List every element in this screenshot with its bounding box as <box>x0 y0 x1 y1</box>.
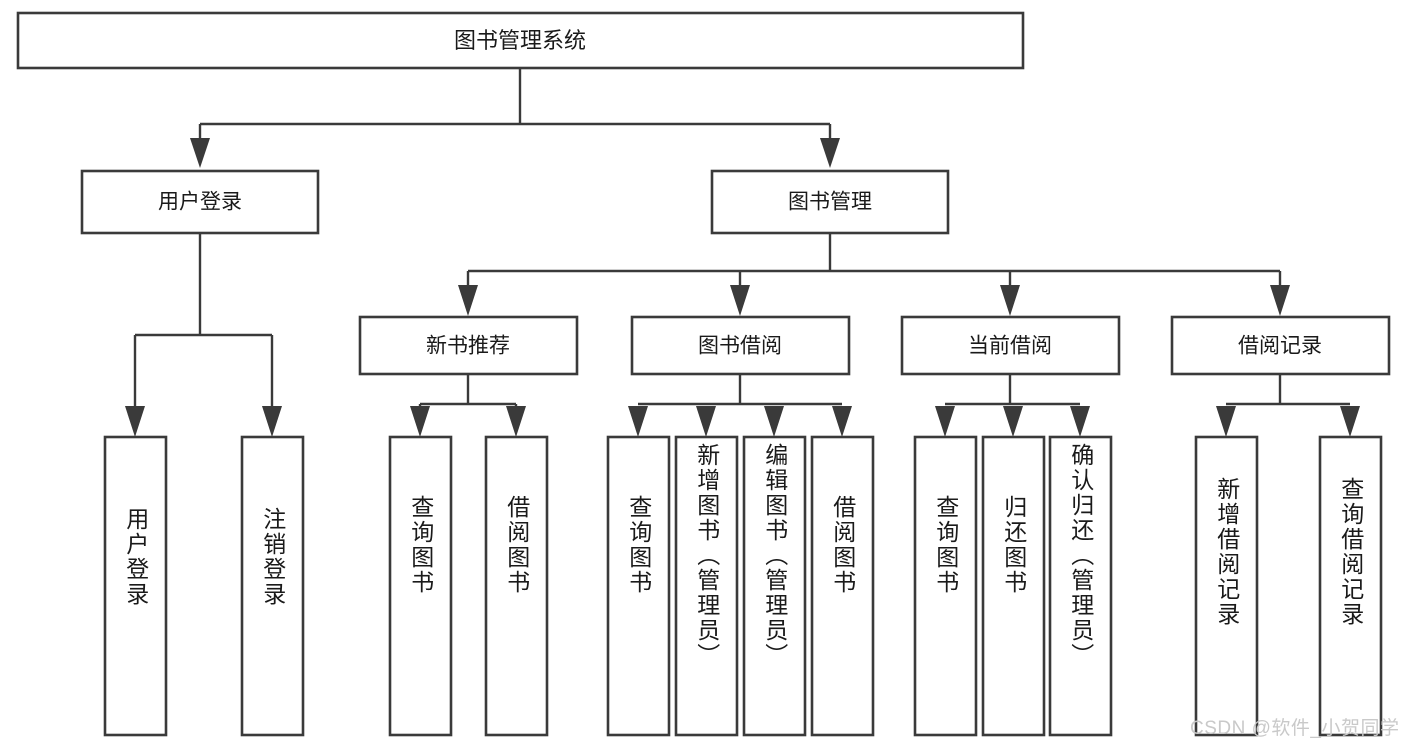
leaf-box-add-book-admin[interactable] <box>674 435 739 737</box>
leaf-box-borrow-book-bb[interactable] <box>810 435 875 737</box>
node-book-borrow[interactable] <box>630 315 851 376</box>
node-book-management-label: 图书管理 <box>788 191 872 214</box>
arrow-current-l2 <box>1003 406 1023 437</box>
arrow-record-l2 <box>1340 406 1360 437</box>
node-borrow-record-label: 借阅记录 <box>1238 335 1322 358</box>
arrow-borrow-l4 <box>832 406 852 437</box>
node-new-book-recommend-label: 新书推荐 <box>426 335 510 358</box>
leaf-box-add-borrow-record[interactable] <box>1194 435 1259 737</box>
arrow-newbook-l1 <box>410 406 430 437</box>
node-user-login-label: 用户登录 <box>158 191 242 214</box>
arrow-bm-to-new-book <box>458 285 478 316</box>
node-current-borrow-label: 当前借阅 <box>968 335 1052 358</box>
node-root-label: 图书管理系统 <box>454 28 586 53</box>
node-book-management[interactable] <box>710 169 950 235</box>
arrow-bm-to-borrow <box>730 285 750 316</box>
leaf-box-confirm-return-admin[interactable] <box>1048 435 1113 737</box>
arrow-borrow-l3 <box>764 406 784 437</box>
arrow-record-l1 <box>1216 406 1236 437</box>
node-root[interactable] <box>16 11 1025 70</box>
node-book-borrow-label: 图书借阅 <box>698 335 782 358</box>
leaf-box-user-login[interactable] <box>103 435 168 737</box>
arrow-borrow-l1 <box>628 406 648 437</box>
leaf-box-return-book[interactable] <box>981 435 1046 737</box>
arrow-root-to-user-login <box>190 138 210 168</box>
leaf-box-query-book-cb[interactable] <box>913 435 978 737</box>
leaf-box-borrow-book-nb[interactable] <box>484 435 549 737</box>
arrow-bm-to-current <box>1000 285 1020 316</box>
leaf-box-logout[interactable] <box>240 435 305 737</box>
arrow-current-l1 <box>935 406 955 437</box>
arrow-user-login-leaf2 <box>262 406 282 437</box>
arrow-newbook-l2 <box>506 406 526 437</box>
node-new-book-recommend[interactable] <box>358 315 579 376</box>
arrow-root-to-book-mgmt <box>820 138 840 168</box>
leaf-box-query-borrow-record[interactable] <box>1318 435 1383 737</box>
leaf-box-query-book-nb[interactable] <box>388 435 453 737</box>
arrow-borrow-l2 <box>696 406 716 437</box>
arrow-current-l3 <box>1070 406 1090 437</box>
leaf-box-edit-book-admin[interactable] <box>742 435 807 737</box>
node-borrow-record[interactable] <box>1170 315 1391 376</box>
leaf-box-query-book-bb[interactable] <box>606 435 671 737</box>
arrow-user-login-leaf1 <box>125 406 145 437</box>
arrow-bm-to-record <box>1270 285 1290 316</box>
node-current-borrow[interactable] <box>900 315 1121 376</box>
